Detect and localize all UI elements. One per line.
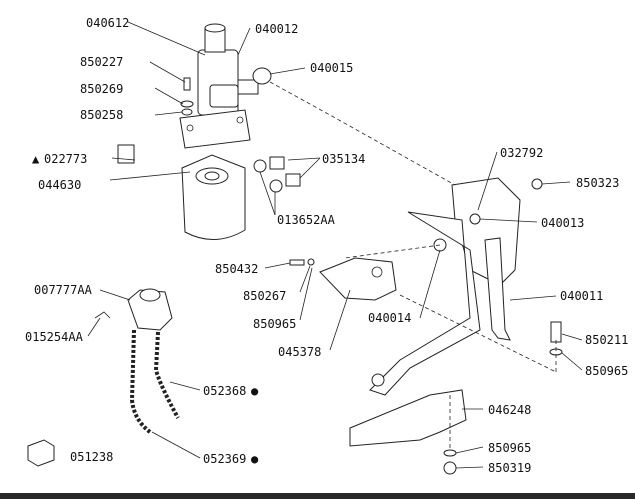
master-cylinder-assembly [179,23,272,149]
washer-850267 [307,258,315,266]
reservoir-assembly [27,288,180,467]
label-850323: 850323 [576,176,619,190]
pump-unit [117,144,301,241]
nut-850319 [443,461,457,475]
clip-015254AA [94,311,111,319]
bracket-045378 [319,257,397,301]
nut-850323 [531,178,543,190]
part-labels: 040612 040012 850227 040015 850269 85025… [25,16,628,475]
label-040612: 040612 [86,16,129,30]
hose-052368 [153,331,180,419]
washer-850965 [443,449,457,457]
fitting-035134 [285,173,301,187]
marker-dot-052368: ● [251,384,259,398]
label-850267: 850267 [243,289,286,303]
label-040011: 040011 [560,289,603,303]
label-040012: 040012 [255,22,298,36]
label-052368: 052368 [203,384,246,398]
reservoir-007777AA [127,289,173,331]
label-013652AA: 013652AA [277,213,336,227]
label-850432: 850432 [215,262,258,276]
label-040013: 040013 [541,216,584,230]
bolt-850211 [550,321,562,343]
plate-hole [186,124,194,132]
assembly-lines [269,81,557,448]
pedal-assembly [289,177,563,475]
washer-850258 [181,108,193,116]
bolt-850227 [183,77,191,91]
pedal-end [371,373,385,387]
label-045378: 045378 [278,345,321,359]
dashed-line [399,294,557,373]
o-ring [253,159,267,173]
label-044630: 044630 [38,178,81,192]
label-850319: 850319 [488,461,531,475]
bracket-hole [371,266,383,278]
hose-052369 [129,329,152,434]
leader-lines [87,21,583,469]
label-850965-c: 850965 [488,441,531,455]
pump-top-hole [204,171,220,181]
label-051238: 051238 [70,450,113,464]
label-015254AA: 015254AA [25,330,84,344]
label-850258: 850258 [80,108,123,122]
label-850965-b: 850965 [585,364,628,378]
rod-top [204,23,226,33]
dashed-line [344,244,441,259]
cap-022773 [117,144,135,164]
plate-hole [236,116,244,124]
bolt-850432 [289,259,305,266]
fitting-cap-040015 [252,67,272,85]
o-ring [269,179,283,193]
rail-046248 [349,389,467,447]
pedal-arm-040011 [484,237,511,341]
bottom-bar [0,493,635,499]
label-007777AA: 007777AA [34,283,93,297]
reservoir-cap [139,288,161,302]
pedal-lever-040014 [369,211,481,396]
marker-dot-052369: ● [251,452,259,466]
washer-850269 [180,100,194,108]
label-850227: 850227 [80,55,123,69]
label-040014: 040014 [368,311,411,325]
dashed-line [269,81,456,186]
label-022773: 022773 [44,152,87,166]
label-035134: 035134 [322,152,365,166]
pin-040013 [469,213,481,225]
label-850269: 850269 [80,82,123,96]
cylinder-port [209,84,239,108]
fitting-035134 [269,156,285,170]
label-052369: 052369 [203,452,246,466]
label-850211: 850211 [585,333,628,347]
label-032792: 032792 [500,146,543,160]
label-046248: 046248 [488,403,531,417]
block-051238 [27,439,55,467]
mounting-plate [179,109,251,149]
marker-triangle: ▲ [32,152,40,166]
label-850965-a: 850965 [253,317,296,331]
label-040015: 040015 [310,61,353,75]
side-fitting [237,79,259,95]
